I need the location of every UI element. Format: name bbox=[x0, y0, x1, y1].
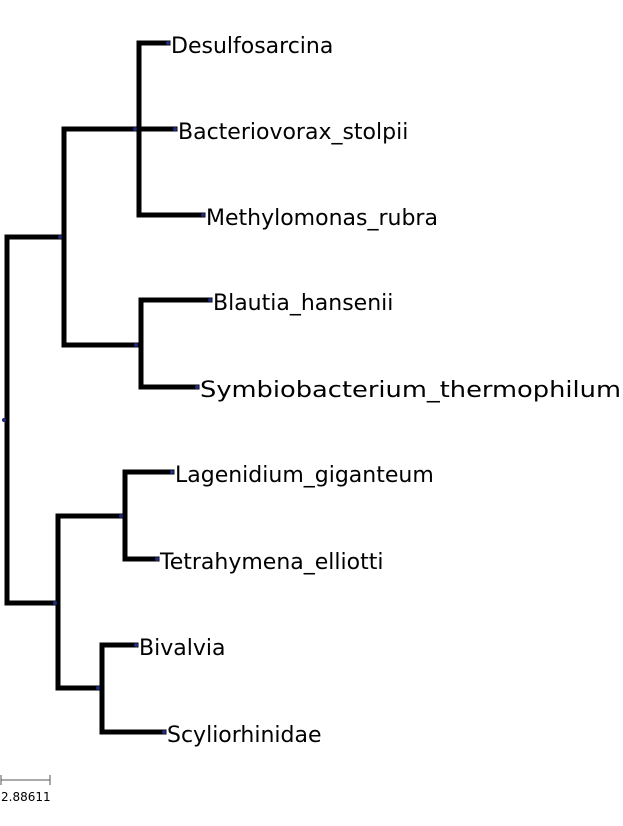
node-root bbox=[2, 418, 6, 422]
node-leaf-blautia bbox=[208, 298, 212, 302]
node-protists bbox=[119, 514, 123, 518]
scale-bar: 2.88611 bbox=[0, 775, 51, 804]
leaf-label-tetrahymena: Tetrahymena_elliotti bbox=[159, 550, 383, 575]
node-leaf-symbiobacterium bbox=[195, 385, 199, 389]
leaf-label-bivalvia: Bivalvia bbox=[139, 636, 225, 661]
leaf-label-scyliorhinidae: Scyliorhinidae bbox=[167, 723, 322, 748]
node-leaf-bivalvia bbox=[134, 643, 138, 647]
scale-bar-label: 2.88611 bbox=[1, 790, 51, 804]
node-leaf-tetrahymena bbox=[155, 557, 159, 561]
leaf-label-blautia: Blautia_hansenii bbox=[213, 291, 393, 316]
node-animals bbox=[96, 686, 100, 690]
node-leaf-desulfosarcina bbox=[166, 41, 170, 45]
node-proteo bbox=[133, 127, 137, 131]
leaf-label-bacteriovorax: Bacteriovorax_stolpii bbox=[178, 120, 408, 145]
node-leaf-scyliorhinidae bbox=[162, 730, 166, 734]
node-leaf-methylomonas bbox=[201, 213, 205, 217]
node-eukaryota bbox=[53, 601, 57, 605]
node-bacteria bbox=[58, 235, 62, 239]
leaf-label-desulfosarcina: Desulfosarcina bbox=[171, 34, 333, 59]
leaf-label-lagenidium: Lagenidium_giganteum bbox=[175, 463, 434, 488]
node-leaf-bacteriovorax bbox=[173, 127, 177, 131]
node-firmicutes bbox=[134, 343, 138, 347]
leaf-label-symbiobacterium: Symbiobacterium_thermophilum bbox=[200, 378, 621, 403]
node-leaf-lagenidium bbox=[170, 470, 174, 474]
leaf-label-methylomonas: Methylomonas_rubra bbox=[206, 206, 438, 231]
